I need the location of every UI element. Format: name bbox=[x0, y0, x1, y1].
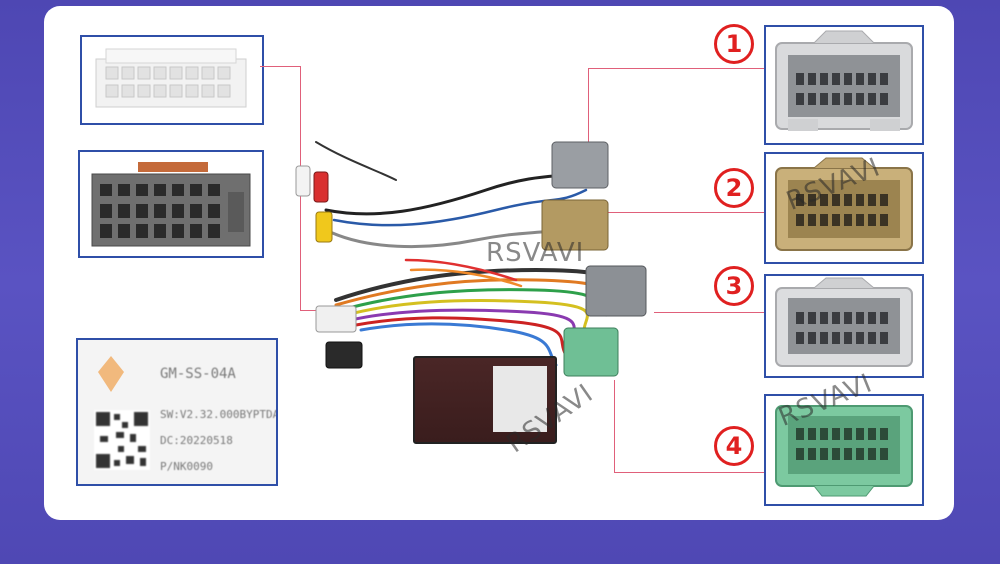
connector-number-2: 2 bbox=[714, 168, 754, 208]
black-connector-image bbox=[91, 162, 251, 247]
module-part-number: P/NK0090 bbox=[160, 460, 213, 473]
connector-3-box bbox=[764, 274, 924, 378]
wiring-harness-image bbox=[295, 141, 647, 377]
connector-1-image bbox=[775, 30, 913, 131]
lead-line-2-h bbox=[608, 212, 764, 213]
rca-plugs bbox=[295, 165, 333, 243]
white-connector-image bbox=[95, 48, 247, 108]
black-connector-box bbox=[78, 150, 264, 258]
module-model: GM-SS-04A bbox=[160, 366, 236, 382]
can-box-module bbox=[413, 356, 557, 444]
lead-line-1-v bbox=[588, 68, 589, 150]
lead-line-3-h bbox=[654, 312, 764, 313]
connector-2-image bbox=[775, 157, 913, 251]
module-software: SW:V2.32.000BYPTDA bbox=[160, 408, 278, 421]
connector-1-box bbox=[764, 25, 924, 145]
brand-logo-icon bbox=[98, 356, 124, 392]
lead-line-4-h bbox=[614, 472, 764, 473]
lead-line-4-v bbox=[614, 380, 615, 472]
qr-code-icon bbox=[94, 410, 150, 470]
white-connector-box bbox=[80, 35, 264, 125]
connector-3-image bbox=[775, 277, 913, 367]
can-box-sticker bbox=[493, 366, 547, 432]
connector-number-1: 1 bbox=[714, 24, 754, 64]
lead-line-left-h bbox=[260, 66, 300, 67]
connector-2-box bbox=[764, 152, 924, 264]
connector-4-image bbox=[775, 405, 913, 497]
connector-4-box bbox=[764, 394, 924, 506]
module-label-box: GM-SS-04A SW:V2.32.000BYPTDA DC:20220518… bbox=[76, 338, 278, 486]
connector-number-3: 3 bbox=[714, 266, 754, 306]
watermark-2: RSVAVI bbox=[486, 238, 585, 268]
module-date: DC:20220518 bbox=[160, 434, 233, 447]
lead-line-1-h bbox=[588, 68, 764, 69]
connector-number-4: 4 bbox=[714, 426, 754, 466]
